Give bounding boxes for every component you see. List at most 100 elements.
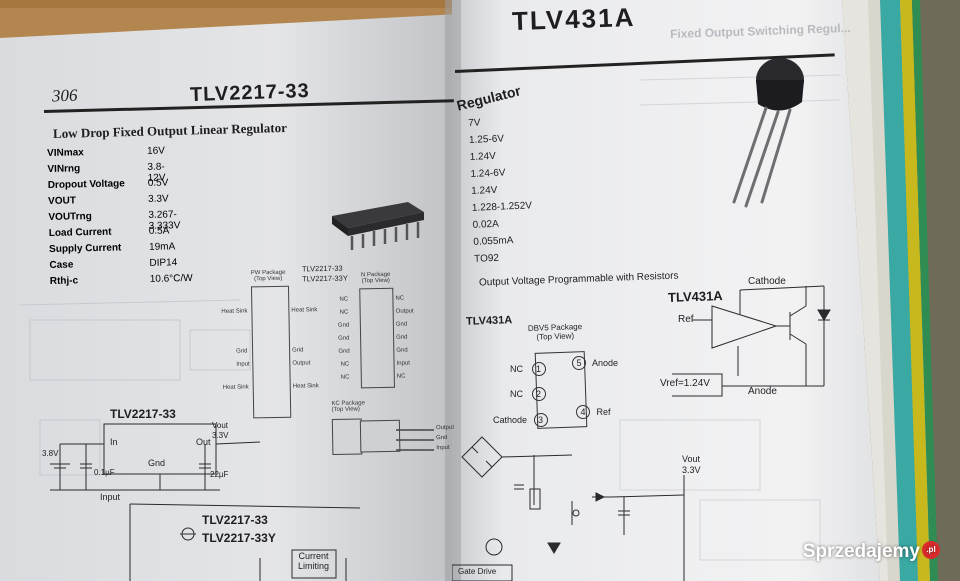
tlv431a-schematic — [672, 285, 831, 397]
spec-value: 0.5A — [148, 225, 170, 237]
spec-value: 1.24V — [470, 184, 498, 197]
gate-drive-label: Gate Drive — [458, 567, 497, 576]
circuit-out-label: Out — [196, 437, 211, 447]
spec-value: DIP14 — [149, 257, 178, 269]
spec-value: 3.3V — [147, 193, 169, 205]
schematic-cathode-label: Cathode — [748, 276, 786, 287]
bottom-left-schematic — [129, 503, 361, 581]
schematic-anode-label: Anode — [748, 386, 777, 397]
dbv5-pin: NC 1 — [510, 362, 546, 376]
pw-pin-label: Input — [236, 361, 250, 368]
dbv5-pin-label: Cathode — [493, 415, 528, 425]
n-package-body — [359, 287, 395, 389]
dbv5-pin-number: 1 — [531, 362, 546, 376]
kc-pin-label: Gnd — [436, 434, 448, 442]
kc-pin-leads — [396, 429, 434, 451]
spec-value: 19mA — [148, 241, 176, 253]
dbv5-pin-label: Anode — [592, 358, 619, 368]
pw-pin-label: Heat Sink — [221, 308, 248, 315]
spec-label: Dropout Voltage — [47, 178, 125, 191]
spec-value: 1.24V — [469, 150, 497, 163]
dip14-chip-illustration — [332, 202, 424, 250]
circuit-cap-out: 22µF — [210, 470, 229, 479]
current-limiting-label: Current Limiting — [298, 551, 330, 571]
bottom-input-label: Input — [100, 492, 121, 502]
n-pin-label: Gnd — [338, 335, 350, 342]
dbv5-pin: NC 2 — [510, 387, 546, 401]
schematic-vref-label: Vref=1.24V — [660, 378, 710, 389]
spec-label: VINrng — [47, 163, 81, 175]
pw-pin-label: Heat Sink — [222, 384, 249, 391]
watermark: Sprzedajemy.pl — [803, 541, 940, 563]
kc-pin-label: Input — [436, 444, 450, 452]
n-pin-label: Input — [396, 360, 410, 367]
spec-value: 0.5V — [147, 177, 169, 189]
schematic-name: TLV431A — [667, 288, 723, 305]
to92-transistor-illustration — [732, 58, 804, 208]
dbv5-pin-number: 2 — [531, 387, 546, 401]
spec-value: 16V — [146, 145, 166, 157]
n-pin-label: NC — [340, 361, 350, 368]
right-vout-label: Vout — [682, 454, 701, 464]
circuit-in-label: In — [110, 437, 118, 447]
bottom-chip-a: TLV2217-33 — [202, 513, 268, 527]
dbv5-pin-number: 4 — [576, 405, 590, 419]
right-vout: 3.3V — [682, 465, 701, 475]
n-pin-label: NC — [339, 296, 349, 303]
bottom-right-circuit — [452, 436, 685, 581]
dbv5-pin: 4 Ref — [576, 405, 611, 419]
page-number: 306 — [51, 85, 78, 106]
n-pin-label: Gnd — [396, 347, 408, 354]
circuit-vin: 3.8V — [42, 449, 59, 458]
kc-package-title: KC Package (Top View) — [331, 400, 365, 413]
pw-pin-label: Output — [292, 360, 311, 367]
spec-value: 7V — [468, 117, 481, 129]
n-pin-label: NC — [340, 374, 350, 381]
n-pin-label: NC — [339, 309, 349, 316]
spec-label: Load Current — [48, 226, 112, 239]
n-pin-label: Gnd — [396, 334, 408, 341]
dbv5-part-name: TLV431A — [465, 314, 513, 328]
spec-value: TO92 — [473, 252, 500, 265]
spec-label: VINmax — [47, 147, 84, 159]
watermark-badge: .pl — [922, 541, 940, 559]
circuit-gnd-label: Gnd — [148, 458, 166, 468]
dbv5-pin-label: Ref — [596, 407, 611, 417]
spec-value: 1.24-6V — [470, 167, 506, 180]
pw-package-title: PW Package (Top View) — [250, 269, 286, 283]
n-package-title: N Package (Top View) — [360, 271, 391, 285]
spec-label: VOUT — [48, 195, 77, 207]
dbv5-pin-label: NC — [510, 364, 523, 374]
kc-package-body — [331, 418, 363, 455]
spec-row: Supply Current 19mA — [49, 241, 175, 255]
spec-value: 0.02A — [472, 218, 500, 231]
dbv5-pin-number: 5 — [572, 356, 586, 370]
spec-row: Dropout Voltage 0.5V — [47, 177, 169, 191]
regulator-circuit — [50, 423, 261, 491]
circuit-vout: 3.3V — [212, 431, 229, 440]
pw-pin-label: Heat Sink — [292, 383, 319, 390]
spec-value: 1.25-6V — [468, 133, 505, 146]
circuit-cap-in: 0.1µF — [94, 468, 115, 477]
dbv5-title: DBV5 Package (Top View) — [527, 322, 583, 342]
spec-label: Rthj-c — [49, 275, 79, 287]
right-page-title: TLV431A — [511, 1, 636, 37]
spec-row: VINmax 16V — [47, 146, 165, 159]
spec-label: VOUTrng — [48, 211, 92, 223]
pw-package: PW Package (Top View) Heat Sink Grid Inp… — [221, 269, 320, 421]
circuit-chip-name: TLV2217-33 — [110, 407, 176, 421]
pw-pin-label: Heat Sink — [291, 307, 318, 314]
pw-package-body — [250, 285, 292, 419]
spec-row: VOUT 3.3V — [48, 193, 169, 207]
watermark-text: Sprzedajemy — [802, 541, 920, 562]
dbv5-pin-number: 3 — [533, 413, 548, 427]
n-pin-label: Output — [395, 308, 414, 315]
spec-value: 10.6°C/W — [149, 272, 193, 285]
circuit-vout-label: Vout — [212, 421, 229, 430]
pw-pin-label: Grid — [236, 348, 248, 355]
dbv5-pin-label: NC — [510, 389, 523, 399]
spec-label: Supply Current — [49, 242, 122, 255]
